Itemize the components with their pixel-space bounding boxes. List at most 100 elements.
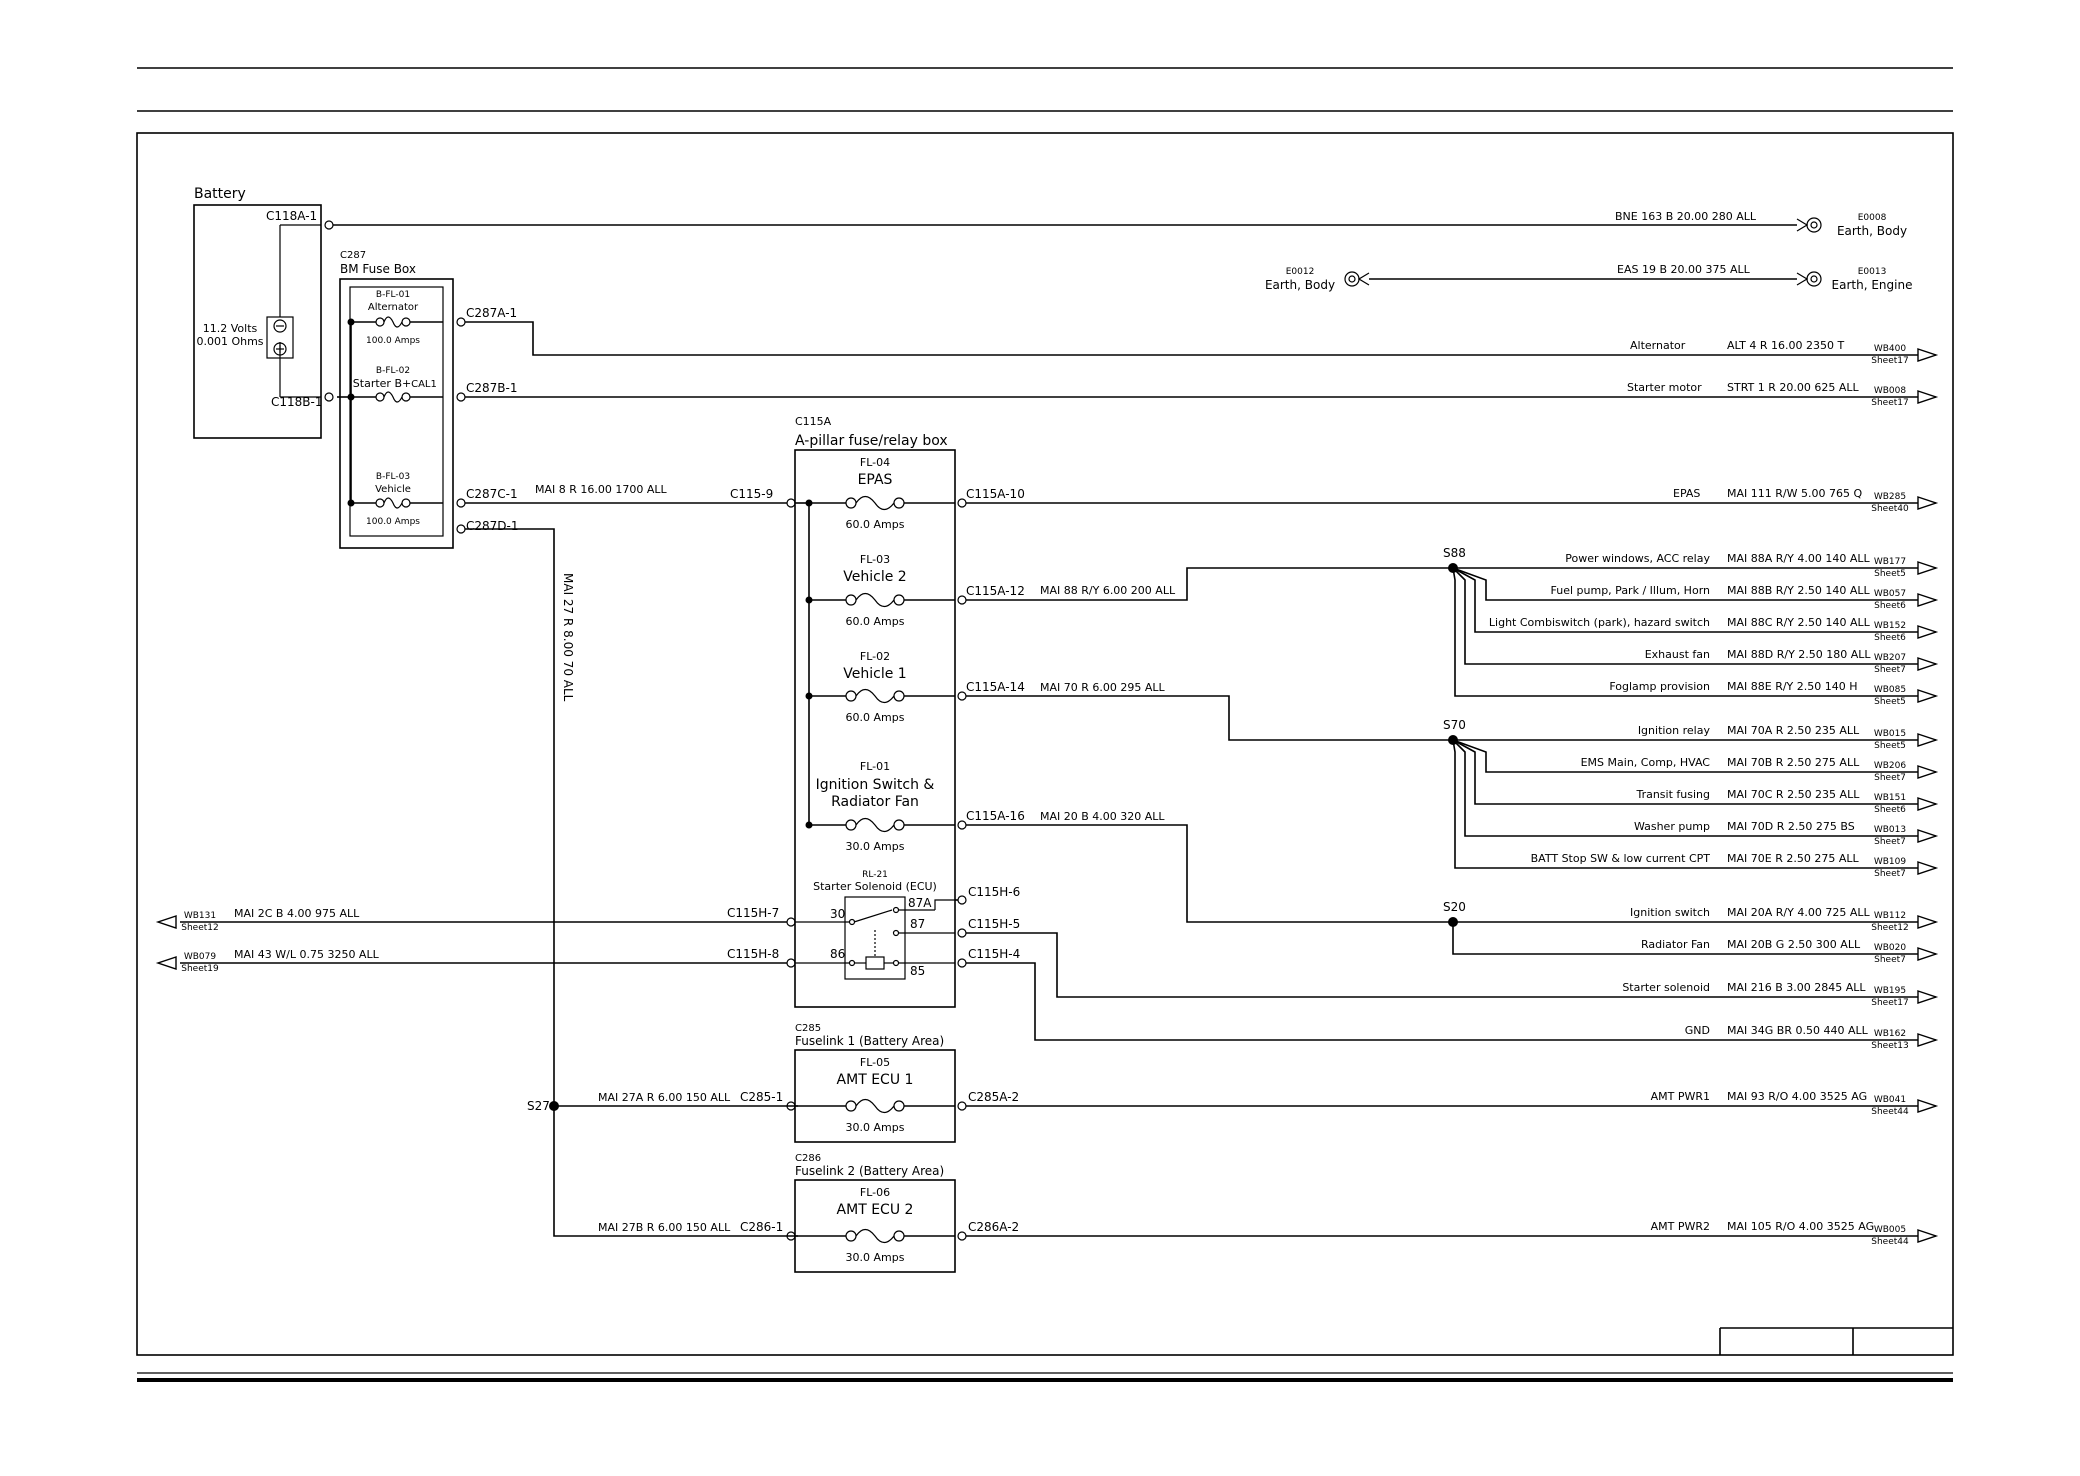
pin-label: C286-1 bbox=[740, 1220, 783, 1234]
connector-pin-icon bbox=[786, 1231, 796, 1241]
connector-pin-icon bbox=[957, 958, 967, 968]
output-wire: MAI 88E R/Y 2.50 140 H bbox=[1727, 680, 1858, 693]
output-sheet: Sheet7 bbox=[1874, 837, 1906, 847]
bm-to-apillar-wire: MAI 8 R 16.00 1700 ALL bbox=[465, 483, 787, 504]
fuse-id: B-FL-03 bbox=[376, 472, 410, 482]
output-sheet: Sheet5 bbox=[1874, 697, 1906, 707]
connector-pin-icon bbox=[957, 1231, 967, 1241]
earth-ring-icon bbox=[1806, 217, 1822, 233]
splice-dot-icon bbox=[549, 1101, 559, 1111]
fuselink-title: Fuselink 1 (Battery Area) bbox=[795, 1034, 944, 1048]
bm-fuse-box-title: BM Fuse Box bbox=[340, 262, 416, 276]
arrow-right-icon bbox=[1917, 765, 1939, 779]
wire-label: MAI 8 R 16.00 1700 ALL bbox=[535, 483, 668, 496]
connector-pin-icon bbox=[456, 498, 466, 508]
arrow-right-icon bbox=[1917, 496, 1939, 510]
output-name: AMT PWR2 bbox=[1651, 1220, 1710, 1233]
fuse-amps: 60.0 Amps bbox=[846, 518, 905, 531]
output-ref: WB400 bbox=[1874, 344, 1907, 354]
connector-pin-icon bbox=[957, 928, 967, 938]
arrow-right-icon bbox=[1917, 797, 1939, 811]
fuse-icon bbox=[855, 592, 895, 608]
wire-label: MAI 27B R 6.00 150 ALL bbox=[598, 1221, 731, 1234]
fuse-id: FL-05 bbox=[860, 1056, 890, 1069]
earth-label: Earth, Body bbox=[1837, 224, 1907, 238]
pin-label: C115H-4 bbox=[968, 947, 1020, 961]
connector-pin-icon bbox=[786, 958, 796, 968]
output-ref: WB013 bbox=[1874, 825, 1906, 835]
relay-pin: 87 bbox=[910, 917, 925, 931]
arrow-right-icon bbox=[1917, 390, 1939, 404]
fuse-name: Vehicle 1 bbox=[843, 666, 906, 682]
pin-label: C285A-2 bbox=[968, 1090, 1019, 1104]
vehicle2-line: MAI 88 R/Y 6.00 200 ALL S88 bbox=[966, 546, 1890, 697]
output-ref: WB162 bbox=[1874, 1029, 1906, 1039]
connector-pin-icon bbox=[456, 524, 466, 534]
fuse-icon bbox=[383, 497, 403, 509]
fuse-name: AMT ECU 2 bbox=[837, 1202, 914, 1218]
output-ref: WB151 bbox=[1874, 793, 1906, 803]
output-name: Alternator bbox=[1630, 339, 1686, 352]
output-wire: MAI 111 R/W 5.00 765 Q bbox=[1727, 487, 1862, 500]
relay-pin: 85 bbox=[910, 964, 925, 978]
pin-label: C285-1 bbox=[740, 1090, 783, 1104]
ignition-line: MAI 20 B 4.00 320 ALL S20 bbox=[966, 810, 1890, 955]
arrow-right-icon bbox=[1917, 990, 1939, 1004]
output-sheet: Sheet17 bbox=[1871, 398, 1908, 408]
pin-label: C287B-1 bbox=[466, 381, 517, 395]
fuse-amps: 60.0 Amps bbox=[846, 615, 905, 628]
left-output-ref: WB079 bbox=[184, 952, 217, 962]
output-wire: STRT 1 R 20.00 625 ALL bbox=[1727, 381, 1860, 394]
vehicle1-line: MAI 70 R 6.00 295 ALL S70 bbox=[966, 681, 1890, 869]
connector-pin-icon bbox=[957, 498, 967, 508]
apillar-title: A-pillar fuse/relay box bbox=[795, 433, 948, 449]
pin-label: C115H-6 bbox=[968, 885, 1020, 899]
arrow-right-icon bbox=[1917, 561, 1939, 575]
arrow-right-icon bbox=[1917, 733, 1939, 747]
fuse-id: FL-02 bbox=[860, 650, 890, 663]
output-sheet: Sheet40 bbox=[1871, 504, 1909, 514]
fuse-id: FL-03 bbox=[860, 553, 890, 566]
battery-top-pin: C118A-1 bbox=[266, 209, 317, 223]
output-ref: WB015 bbox=[1874, 729, 1906, 739]
output-name: Ignition relay bbox=[1638, 724, 1711, 737]
pin-label: C286A-2 bbox=[968, 1220, 1019, 1234]
arrow-right-icon bbox=[1917, 1229, 1939, 1243]
pin-label: C115H-5 bbox=[968, 917, 1020, 931]
output-name: EPAS bbox=[1673, 487, 1700, 500]
wire-label: MAI 20 B 4.00 320 ALL bbox=[1040, 810, 1165, 823]
fuse-id: FL-04 bbox=[860, 456, 890, 469]
output-ref: WB152 bbox=[1874, 621, 1906, 631]
output-name: Washer pump bbox=[1634, 820, 1710, 833]
relay-id: RL-21 bbox=[862, 870, 888, 880]
output-ref: WB206 bbox=[1874, 761, 1907, 771]
pin-label: C115A-12 bbox=[966, 584, 1025, 598]
pin-label: C287C-1 bbox=[466, 487, 518, 501]
output-wire: MAI 70E R 2.50 275 ALL bbox=[1727, 852, 1859, 865]
output-ref: WB085 bbox=[1874, 685, 1906, 695]
output-wire: MAI 88B R/Y 2.50 140 ALL bbox=[1727, 584, 1870, 597]
fuse-name: Ignition Switch & bbox=[816, 777, 935, 793]
connector-pin-icon bbox=[786, 917, 796, 927]
earth-ring-icon bbox=[1344, 271, 1360, 287]
earth-left-code: E0012 bbox=[1286, 267, 1315, 277]
output-sheet: Sheet7 bbox=[1874, 665, 1906, 675]
output-sheet: Sheet17 bbox=[1871, 998, 1908, 1008]
output-name: Ignition switch bbox=[1630, 906, 1710, 919]
output-sheet: Sheet13 bbox=[1871, 1041, 1908, 1051]
output-wire: MAI 88A R/Y 4.00 140 ALL bbox=[1727, 552, 1870, 565]
output-name: BATT Stop SW & low current CPT bbox=[1531, 852, 1711, 865]
fuse-id: FL-06 bbox=[860, 1186, 890, 1199]
apillar-box: C115A A-pillar fuse/relay box C115-9 FL-… bbox=[727, 415, 1025, 1008]
pin-label: C115A-14 bbox=[966, 680, 1025, 694]
connector-pin-icon bbox=[957, 895, 967, 905]
earth-left-label: Earth, Body bbox=[1265, 278, 1335, 292]
input-pin-label: C115-9 bbox=[730, 487, 773, 501]
connector-pin-icon bbox=[957, 820, 967, 830]
relay-pin: 87A bbox=[908, 896, 932, 910]
arrow-right-icon bbox=[1917, 657, 1939, 671]
output-sheet: Sheet7 bbox=[1874, 773, 1906, 783]
left-output-lines: MAI 2C B 4.00 975 ALL MAI 43 W/L 0.75 32… bbox=[180, 907, 787, 964]
output-name: EMS Main, Comp, HVAC bbox=[1581, 756, 1711, 769]
